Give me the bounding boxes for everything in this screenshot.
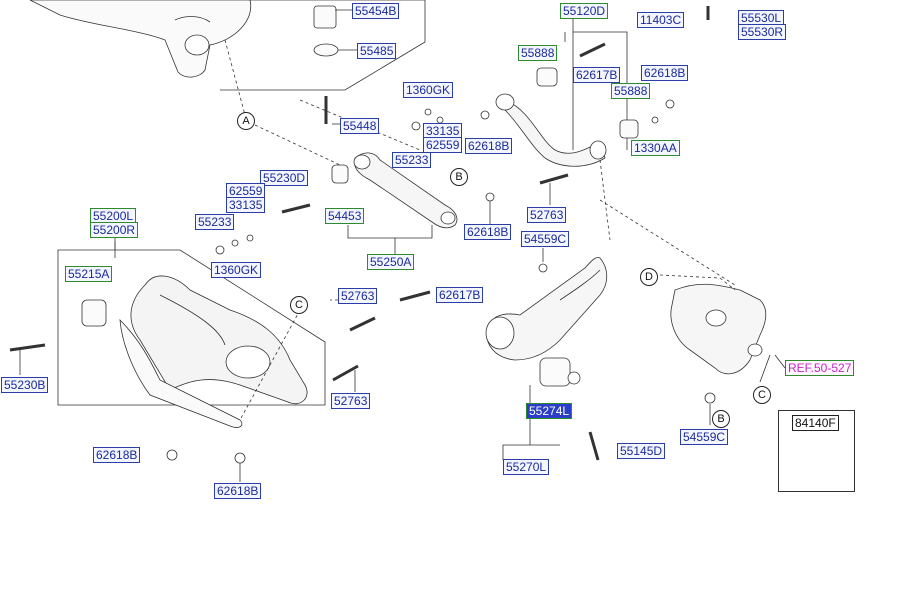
part-label-11403C[interactable]: 11403C xyxy=(637,12,685,28)
bushing-55215A xyxy=(81,299,107,327)
part-label-55454B[interactable]: 55454B xyxy=(352,3,400,19)
part-label-62618B-low[interactable]: 62618B xyxy=(214,483,262,499)
part-label-55233-upper[interactable]: 55233 xyxy=(392,152,432,168)
callout-a: A xyxy=(237,112,255,130)
upper-arm-55120D xyxy=(504,99,606,167)
part-label-84140F[interactable]: 84140F xyxy=(792,415,839,431)
part-label-55145D[interactable]: 55145D xyxy=(617,443,666,459)
subframe-bushing xyxy=(184,34,210,56)
nut-62618B-low xyxy=(234,452,246,464)
washer-55485 xyxy=(313,43,339,57)
bushing-54453 xyxy=(331,164,349,184)
part-label-55270L[interactable]: 55270L xyxy=(503,459,550,475)
part-label-55230B[interactable]: 55230B xyxy=(1,377,49,393)
part-label-62618B-left[interactable]: 62618B xyxy=(93,447,141,463)
part-box-84140F xyxy=(778,410,855,492)
trailing-arm-55270L xyxy=(486,257,608,361)
part-label-55200R[interactable]: 55200R xyxy=(90,222,139,238)
nut-54559C-low xyxy=(704,392,716,404)
part-label-55250A[interactable]: 55250A xyxy=(367,254,415,270)
bolt-52763-low xyxy=(332,364,359,382)
part-label-55120D[interactable]: 55120D xyxy=(560,3,609,19)
bushing-55888-upper xyxy=(536,67,558,87)
part-label-55530R[interactable]: 55530R xyxy=(738,24,787,40)
callout-b-upper: B xyxy=(450,168,468,186)
callout-c-upper: C xyxy=(290,296,308,314)
part-label-62618B-upper[interactable]: 62618B xyxy=(641,65,689,81)
part-label-62618B-arm[interactable]: 62618B xyxy=(464,224,512,240)
subframe-part xyxy=(29,0,252,78)
part-label-55233-mid[interactable]: 55233 xyxy=(195,214,235,230)
part-label-55888-right[interactable]: 55888 xyxy=(611,83,651,99)
subframe-frame-line xyxy=(150,0,426,91)
part-label-62559-mid[interactable]: 62559 xyxy=(226,183,266,199)
part-label-55230D[interactable]: 55230D xyxy=(260,170,309,186)
nut-62618B-mid xyxy=(480,110,490,120)
bushing-55274L xyxy=(539,357,571,387)
nut-54559C-top xyxy=(538,263,548,273)
part-label-54453[interactable]: 54453 xyxy=(325,208,365,224)
bushing-55454B xyxy=(313,5,337,29)
bolt-55145D xyxy=(588,431,600,461)
part-label-54559C-low[interactable]: 54559C xyxy=(680,429,729,445)
part-label-52763-left[interactable]: 52763 xyxy=(338,288,378,304)
bolt-62617B-mid xyxy=(399,290,431,302)
part-label-62617B-upper[interactable]: 62617B xyxy=(573,67,621,83)
part-label-52763-mid[interactable]: 52763 xyxy=(527,207,567,223)
part-label-1330AA[interactable]: 1330AA xyxy=(631,140,680,156)
part-label-62617B-mid[interactable]: 62617B xyxy=(436,287,484,303)
bolt-62617B-upper xyxy=(579,42,606,58)
nut-62618B-arm xyxy=(485,192,495,202)
part-label-54559C-mid[interactable]: 54559C xyxy=(521,231,570,247)
part-label-55888-upper[interactable]: 55888 xyxy=(518,45,558,61)
part-label-55200L[interactable]: 55200L xyxy=(90,208,137,224)
bolt-55230D xyxy=(281,203,311,214)
bolt-52763-mid xyxy=(539,173,569,185)
callout-d: D xyxy=(640,268,658,286)
knuckle-assembly xyxy=(670,283,767,375)
part-label-1360GK-lower[interactable]: 1360GK xyxy=(211,262,262,278)
reference-label-50-527[interactable]: REF.50-527 xyxy=(785,360,855,376)
nut-62618B-upper xyxy=(665,99,675,109)
callout-c-lower: C xyxy=(753,386,771,404)
nut-62618B-left xyxy=(166,449,178,461)
bushing-55888-right xyxy=(619,119,639,139)
subframe-rib xyxy=(174,16,211,23)
part-label-62559-upper[interactable]: 62559 xyxy=(423,137,463,153)
part-label-62618B-mid[interactable]: 62618B xyxy=(465,138,513,154)
lateral-arm-55250A xyxy=(353,152,458,229)
callout-b-lower: B xyxy=(712,410,730,428)
part-label-55215A[interactable]: 55215A xyxy=(65,266,113,282)
part-label-55274L[interactable]: 55274L xyxy=(526,403,573,419)
part-label-33135-mid[interactable]: 33135 xyxy=(226,197,266,213)
part-label-1360GK-upper[interactable]: 1360GK xyxy=(403,82,454,98)
bolt-52763-left xyxy=(349,316,376,332)
bolt-55230B xyxy=(9,343,46,352)
part-label-52763-low[interactable]: 52763 xyxy=(331,393,371,409)
part-label-55448[interactable]: 55448 xyxy=(340,118,380,134)
part-label-55485[interactable]: 55485 xyxy=(357,43,397,59)
